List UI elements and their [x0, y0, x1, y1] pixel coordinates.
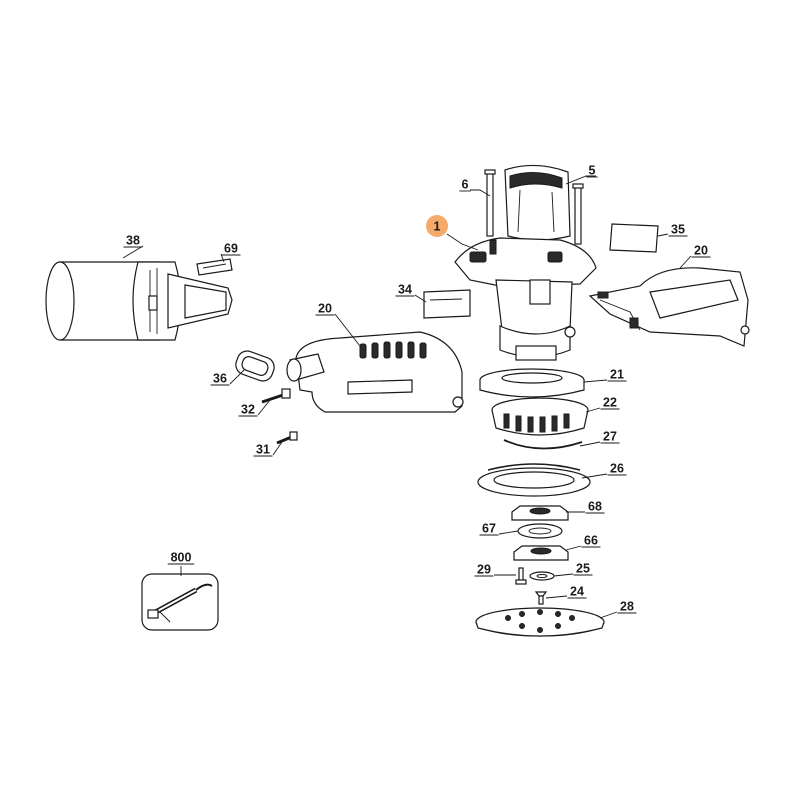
callout-label-text: 21: [610, 368, 624, 382]
callout-label-text: 36: [213, 372, 227, 386]
part-32-screw[interactable]: [261, 388, 291, 404]
callout-label-text: 26: [610, 462, 624, 476]
callout-label-text: 34: [398, 283, 412, 297]
callout-label-text: 32: [241, 403, 255, 417]
callout-p5[interactable]: 5: [586, 164, 598, 178]
part-69-label[interactable]: [196, 258, 233, 276]
callout-p68[interactable]: 68: [585, 500, 605, 514]
callout-label-text: 24: [570, 585, 584, 599]
callout-p28[interactable]: 28: [617, 600, 637, 614]
callout-p66[interactable]: 66: [581, 534, 601, 548]
callout-p25[interactable]: 25: [573, 562, 593, 576]
part-24-screw[interactable]: [534, 591, 548, 605]
callout-p21[interactable]: 21: [607, 368, 627, 382]
callout-p29[interactable]: 29: [474, 563, 494, 577]
callout-label-text: 66: [584, 534, 598, 548]
part-36-gasket[interactable]: [233, 348, 277, 384]
part-27-seal[interactable]: [503, 439, 583, 450]
callout-label-text: 1: [434, 220, 441, 234]
callout-label-text: 20: [318, 302, 332, 316]
callout-p67[interactable]: 67: [479, 522, 499, 536]
part-34-label[interactable]: [423, 289, 471, 319]
part-66-nut[interactable]: [513, 545, 569, 561]
part-22-fan[interactable]: [491, 397, 589, 436]
callout-p36[interactable]: 36: [210, 372, 230, 386]
part-5-field-stator[interactable]: [504, 164, 571, 241]
callout-label-text: 67: [482, 522, 496, 536]
callout-p1[interactable]: 1: [426, 215, 448, 237]
part-20-dust-shroud-right[interactable]: [588, 267, 750, 347]
callout-p22[interactable]: 22: [600, 396, 620, 410]
part-31-screw[interactable]: [276, 431, 298, 445]
callout-label-text: 27: [603, 430, 617, 444]
callout-label-text: 29: [477, 563, 491, 577]
callout-p38[interactable]: 38: [123, 234, 143, 248]
leader-lines: [122, 175, 692, 619]
callout-label-text: 28: [620, 600, 634, 614]
callout-highlight-circle: [426, 215, 448, 237]
part-21-ring-nut[interactable]: [479, 368, 585, 398]
part-28-sanding-pad[interactable]: [475, 607, 605, 637]
callout-p32[interactable]: 32: [238, 403, 258, 417]
part-29-screw[interactable]: [515, 567, 527, 585]
part-68-counterweight[interactable]: [511, 505, 569, 521]
callout-label-text: 31: [256, 443, 270, 457]
part-25-washer[interactable]: [529, 571, 555, 581]
callout-p20b[interactable]: 20: [315, 302, 335, 316]
callout-p69[interactable]: 69: [221, 242, 241, 256]
callout-label-text: 22: [603, 396, 617, 410]
part-67-bearing[interactable]: [517, 523, 563, 539]
callout-p35[interactable]: 35: [668, 223, 688, 237]
callout-labels: 6 5 1 35 38 69 20 34 20 36 21 22 32 27 31 26 68 67 66 800 29…: [123, 164, 711, 614]
callout-p27[interactable]: 27: [600, 430, 620, 444]
callout-p24[interactable]: 24: [567, 585, 587, 599]
part-26-brake-ring[interactable]: [477, 463, 591, 497]
callout-label-text: 35: [671, 223, 685, 237]
callout-p26[interactable]: 26: [607, 462, 627, 476]
callout-p31[interactable]: 31: [253, 443, 273, 457]
callout-p34[interactable]: 34: [395, 283, 415, 297]
callout-label-text: 68: [588, 500, 602, 514]
part-20-dust-shroud-left[interactable]: [286, 331, 464, 413]
callout-p20a[interactable]: 20: [691, 244, 711, 258]
callout-label-text: 6: [462, 178, 469, 192]
callout-p800[interactable]: 800: [167, 551, 195, 565]
callout-label-text: 5: [589, 164, 596, 178]
part-1-motor-housing[interactable]: [454, 237, 597, 361]
callout-label-text: 69: [224, 242, 238, 256]
callout-label-text: 20: [694, 244, 708, 258]
part-35-label[interactable]: [609, 223, 659, 253]
part-38-dust-canister[interactable]: [45, 261, 233, 341]
part-800-cord-assembly[interactable]: [141, 573, 219, 631]
callout-p6[interactable]: 6: [459, 178, 471, 192]
callout-label-text: 800: [171, 551, 192, 565]
callout-label-text: 38: [126, 234, 140, 248]
callout-label-text: 25: [576, 562, 590, 576]
part-6-screws[interactable]: [484, 169, 584, 245]
